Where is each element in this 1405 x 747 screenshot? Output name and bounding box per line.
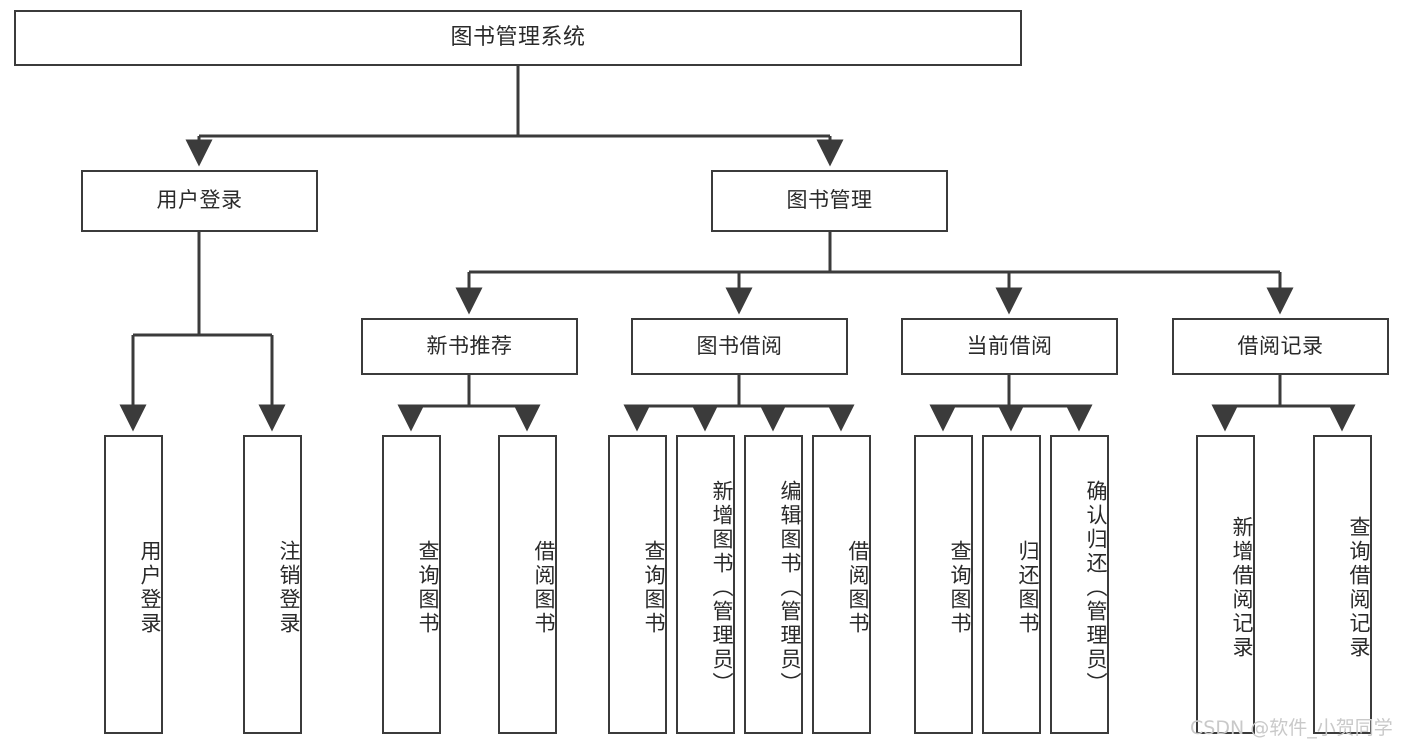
node-leaf-query-record[interactable]: 查询借阅记录	[1313, 435, 1372, 734]
node-new-book-recommend[interactable]: 新书推荐	[361, 318, 578, 375]
node-label: 用户登录	[138, 539, 162, 636]
node-label: 用户登录	[156, 188, 243, 213]
node-leaf-confirm-return[interactable]: 确认归还（管理员）	[1050, 435, 1109, 734]
node-leaf-borrow-book-1[interactable]: 借阅图书	[498, 435, 557, 734]
node-leaf-borrow-book-2[interactable]: 借阅图书	[812, 435, 871, 734]
node-leaf-query-book-2[interactable]: 查询图书	[608, 435, 667, 734]
node-label: 图书管理系统	[450, 24, 586, 50]
node-leaf-query-book-1[interactable]: 查询图书	[382, 435, 441, 734]
node-label: 借阅图书	[846, 539, 870, 636]
node-label: 新增图书（管理员）	[710, 479, 734, 696]
node-leaf-return-book[interactable]: 归还图书	[982, 435, 1041, 734]
node-label: 查询图书	[416, 539, 440, 636]
node-leaf-add-book[interactable]: 新增图书（管理员）	[676, 435, 735, 734]
node-leaf-add-record[interactable]: 新增借阅记录	[1196, 435, 1255, 734]
node-label: 借阅图书	[532, 539, 556, 636]
node-label: 借阅记录	[1237, 333, 1324, 358]
node-label: 查询图书	[948, 539, 972, 636]
node-user-login[interactable]: 用户登录	[81, 170, 318, 232]
node-borrow-record[interactable]: 借阅记录	[1172, 318, 1389, 375]
node-label: 注销登录	[277, 539, 301, 636]
node-current-borrow[interactable]: 当前借阅	[901, 318, 1118, 375]
node-label: 新书推荐	[426, 333, 513, 358]
node-label: 当前借阅	[966, 333, 1053, 358]
node-label: 归还图书	[1016, 539, 1040, 636]
node-leaf-edit-book[interactable]: 编辑图书（管理员）	[744, 435, 803, 734]
node-root-system[interactable]: 图书管理系统	[14, 10, 1022, 66]
csdn-watermark: CSDN @软件_小贺同学	[1190, 717, 1393, 739]
node-label: 图书管理	[786, 188, 873, 213]
node-leaf-logout-login[interactable]: 注销登录	[243, 435, 302, 734]
node-label: 确认归还（管理员）	[1084, 479, 1108, 696]
node-book-borrow[interactable]: 图书借阅	[631, 318, 848, 375]
node-label: 编辑图书（管理员）	[778, 479, 802, 696]
node-label: 查询图书	[642, 539, 666, 636]
node-label: 新增借阅记录	[1230, 515, 1254, 660]
node-leaf-query-book-3[interactable]: 查询图书	[914, 435, 973, 734]
node-label: 图书借阅	[696, 333, 783, 358]
node-leaf-user-login[interactable]: 用户登录	[104, 435, 163, 734]
node-label: 查询借阅记录	[1347, 515, 1371, 660]
node-book-manage[interactable]: 图书管理	[711, 170, 948, 232]
